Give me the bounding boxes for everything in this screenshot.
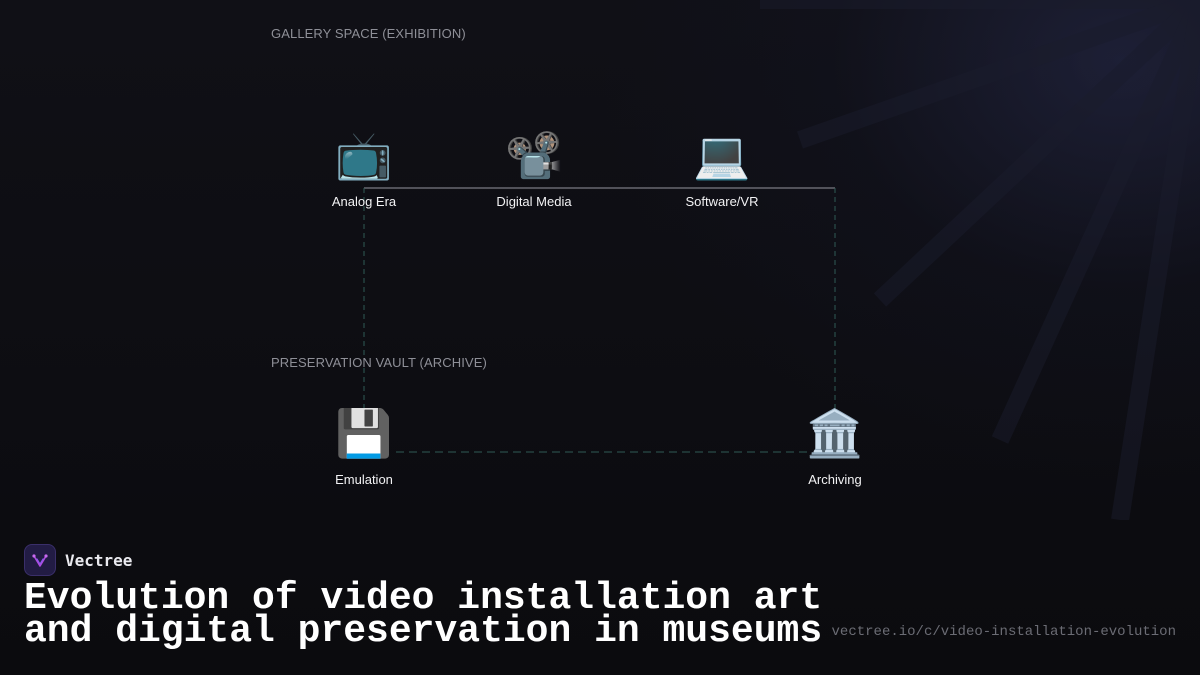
node-label: Digital Media [496, 194, 572, 209]
node-label: Analog Era [331, 194, 397, 209]
floppy-disk-icon: 💾 [335, 407, 393, 459]
vectree-logo-icon [24, 544, 56, 576]
section-label-vault: PRESERVATION VAULT (ARCHIVE) [271, 355, 487, 370]
section-label-gallery: GALLERY SPACE (EXHIBITION) [271, 26, 466, 41]
background-rays [760, 0, 1200, 520]
classical-building-icon: 🏛️ [806, 407, 864, 459]
television-icon: 📺 [335, 129, 393, 181]
node-label: Software/VR [685, 194, 759, 209]
brand: Vectree [24, 544, 132, 576]
node-analog-era: 📺 Analog Era [294, 128, 434, 209]
film-projector-icon: 📽️ [505, 129, 563, 181]
node-label: Emulation [335, 472, 393, 487]
title-line-2: and digital preservation in museums [24, 610, 823, 653]
laptop-icon: 💻 [693, 129, 751, 181]
node-label: Archiving [808, 472, 862, 487]
source-url: vectree.io/c/video-installation-evolutio… [831, 624, 1176, 640]
node-emulation: 💾 Emulation [294, 406, 434, 487]
node-software-vr: 💻 Software/VR [652, 128, 792, 209]
title-line-1: Evolution of video installation art [24, 577, 823, 620]
page-title: Evolution of video installation art and … [24, 577, 824, 653]
node-archiving: 🏛️ Archiving [765, 406, 905, 487]
brand-name: Vectree [65, 550, 133, 570]
node-digital-media: 📽️ Digital Media [464, 128, 604, 209]
